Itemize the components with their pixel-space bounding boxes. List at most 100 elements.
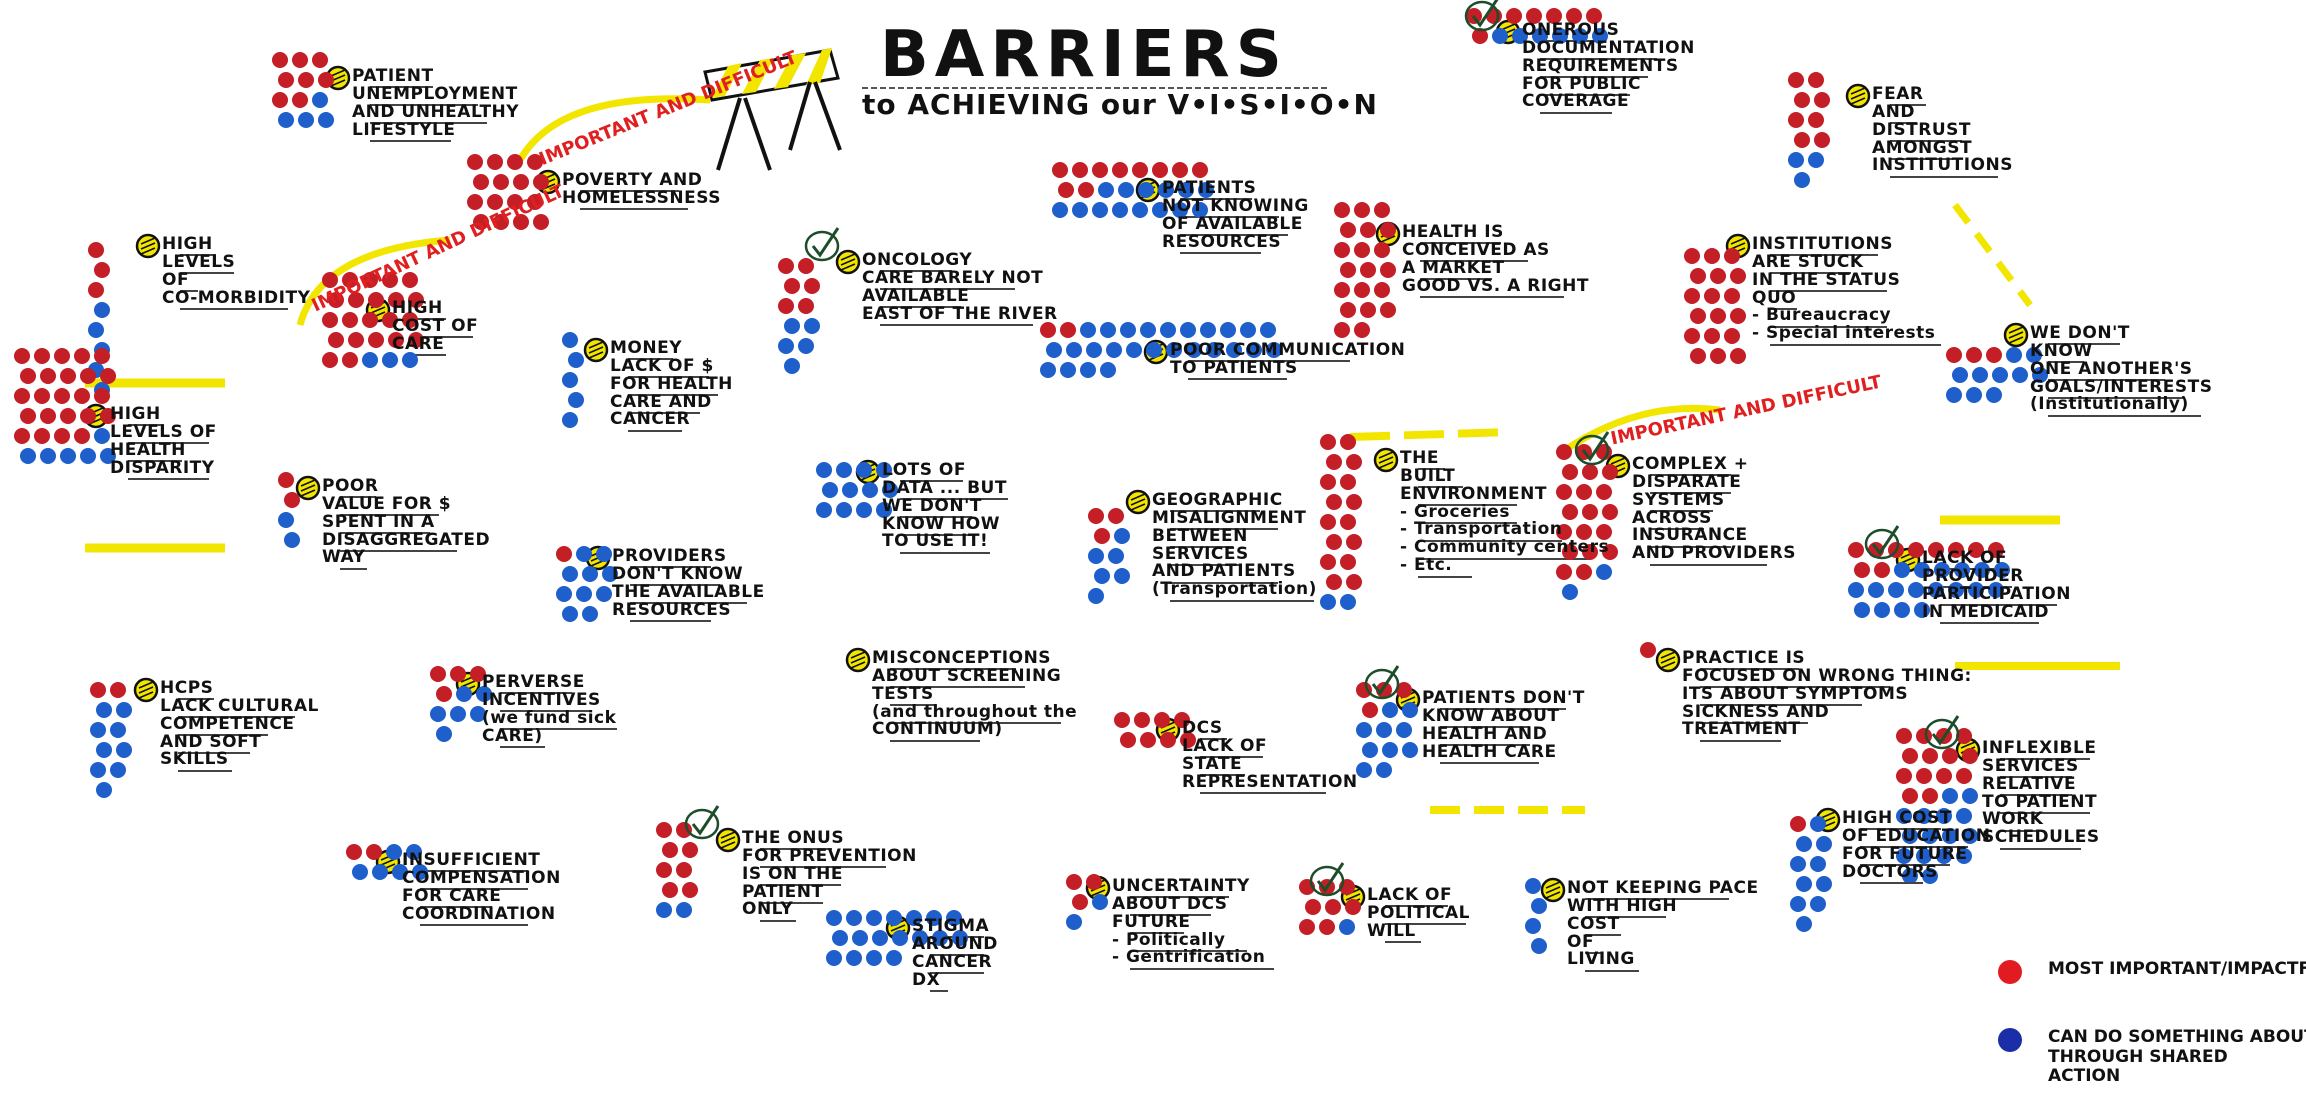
priority-sun-icon	[715, 827, 741, 853]
vote-dot-blue	[1152, 202, 1168, 218]
vote-dot-red	[1556, 524, 1572, 540]
yellow-arc	[296, 236, 451, 326]
barrier-text-line: High cost	[1842, 808, 1952, 828]
vote-dot-blue	[1952, 367, 1968, 383]
vote-dot-blue	[470, 706, 486, 722]
barrier-text-line: and soft	[160, 731, 262, 752]
check-icon	[1574, 431, 1610, 466]
barrier-text-line: environment	[1400, 483, 1547, 504]
vote-dot-blue	[1888, 582, 1904, 598]
vote-dot-red	[80, 368, 96, 384]
vote-dot-red	[284, 492, 300, 508]
vote-dot-red	[662, 842, 678, 858]
vote-dot-blue	[392, 864, 408, 880]
vote-dot-blue	[1094, 568, 1110, 584]
vote-dot-blue	[1320, 594, 1336, 610]
vote-dot-red	[1896, 728, 1912, 744]
barrier-note: HCPslack culturalcompetenceand softskill…	[160, 679, 319, 769]
barrier-text-line: for public	[1522, 73, 1641, 94]
vote-dot-blue	[1902, 868, 1918, 884]
vote-dot-blue	[1816, 876, 1832, 892]
barrier-note: Poor communicationto patients	[1170, 341, 1405, 378]
barrier-text-line: - Special interests	[1752, 323, 1936, 344]
check-icon	[684, 805, 720, 840]
vote-dot-red	[1340, 222, 1356, 238]
barrier-note: Providersdon't knowthe availableresource…	[612, 547, 765, 619]
vote-dot-blue	[1112, 202, 1128, 218]
vote-dot-blue	[846, 910, 862, 926]
barrier-text-line: - Transportation	[1400, 519, 1563, 540]
barrier-text-line: amongst	[1872, 137, 1973, 158]
vote-dot-red	[1396, 682, 1412, 698]
vote-dot-blue	[1046, 342, 1062, 358]
check-icon	[1309, 862, 1345, 897]
vote-dot-blue	[94, 302, 110, 318]
legend-dot-red	[1998, 960, 2022, 984]
vote-dot-red	[1334, 202, 1350, 218]
vote-dot-blue	[862, 482, 878, 498]
barrier-text-line: focused on wrong thing:	[1682, 665, 1972, 686]
vote-dot-blue	[562, 606, 578, 622]
vote-dot-red	[402, 312, 418, 328]
vote-dot-red	[682, 882, 698, 898]
vote-dot-red	[1058, 182, 1074, 198]
vote-dot-red	[1060, 322, 1076, 338]
vote-dot-blue	[1874, 602, 1890, 618]
vote-dot-red	[1340, 554, 1356, 570]
vote-dot-blue	[846, 950, 862, 966]
vote-dot-blue	[804, 318, 820, 334]
page-title: BARRIERS	[880, 18, 1288, 92]
barrier-text-line: to patient	[1982, 791, 2098, 812]
legend-item-red: MOST IMPORTANT/IMPACTFUL	[2048, 959, 2306, 980]
barrier-text-line: will	[1367, 920, 1416, 941]
vote-dot-red	[1362, 702, 1378, 718]
vote-dot-blue	[1942, 788, 1958, 804]
vote-dot-red	[1556, 444, 1572, 460]
vote-dot-red	[1576, 524, 1592, 540]
vote-dot-red	[388, 292, 404, 308]
vote-dot-blue	[1092, 202, 1108, 218]
barrier-text-line: is on the	[742, 863, 844, 884]
barrier-text-line: and unhealthy	[352, 101, 520, 122]
vote-dot-red	[322, 352, 338, 368]
barrier-text-line: insurance	[1632, 525, 1748, 546]
vote-dot-red	[1340, 514, 1356, 530]
vote-dot-red	[656, 862, 672, 878]
vote-dot-red	[1922, 748, 1938, 764]
barrier-text-line: cost	[1567, 913, 1620, 934]
vote-dot-blue	[1916, 808, 1932, 824]
barrier-text-line: Uncertainty	[1112, 876, 1250, 896]
barrier-text-line: care	[392, 333, 445, 354]
vote-dot-blue	[1246, 342, 1262, 358]
vote-dot-red	[342, 312, 358, 328]
vote-dot-red	[74, 388, 90, 404]
vote-dot-red	[94, 348, 110, 364]
barrier-note: Lack ofproviderparticipationin Medicaid	[1922, 549, 2071, 621]
barrier-text-line: coordination	[402, 903, 556, 924]
vote-dot-red	[1704, 288, 1720, 304]
barrier-text-line: between	[1152, 525, 1248, 546]
vote-dot-blue	[568, 392, 584, 408]
vote-dot-blue	[1966, 387, 1982, 403]
vote-dot-red	[1602, 464, 1618, 480]
vote-dot-blue	[556, 586, 572, 602]
vote-dot-blue	[40, 448, 56, 464]
vote-dot-red	[348, 332, 364, 348]
barrier-text-line: Not keeping pace	[1567, 878, 1759, 898]
barrier-note: Institutionsare stuckin the statusquo- B…	[1752, 235, 1936, 344]
barrier-text-line: Lots of	[882, 460, 967, 480]
barrier-text-line: requirements	[1522, 55, 1679, 76]
vote-dot-red	[1788, 112, 1804, 128]
legend-label: MOST IMPORTANT/IMPACTFUL	[2048, 959, 2306, 979]
vote-dot-blue	[876, 502, 892, 518]
barrier-note: Perverseincentives(we fund sickcare)	[482, 673, 616, 745]
barrier-text-line: Lack of $	[610, 355, 714, 376]
vote-dot-red	[1942, 748, 1958, 764]
vote-dot-blue	[926, 910, 942, 926]
vote-dot-red	[110, 682, 126, 698]
vote-dot-blue	[1816, 836, 1832, 852]
check-icon	[1464, 0, 1500, 32]
vote-dot-blue	[1206, 342, 1222, 358]
vote-dot-blue	[1934, 562, 1950, 578]
vote-dot-red	[676, 822, 692, 838]
